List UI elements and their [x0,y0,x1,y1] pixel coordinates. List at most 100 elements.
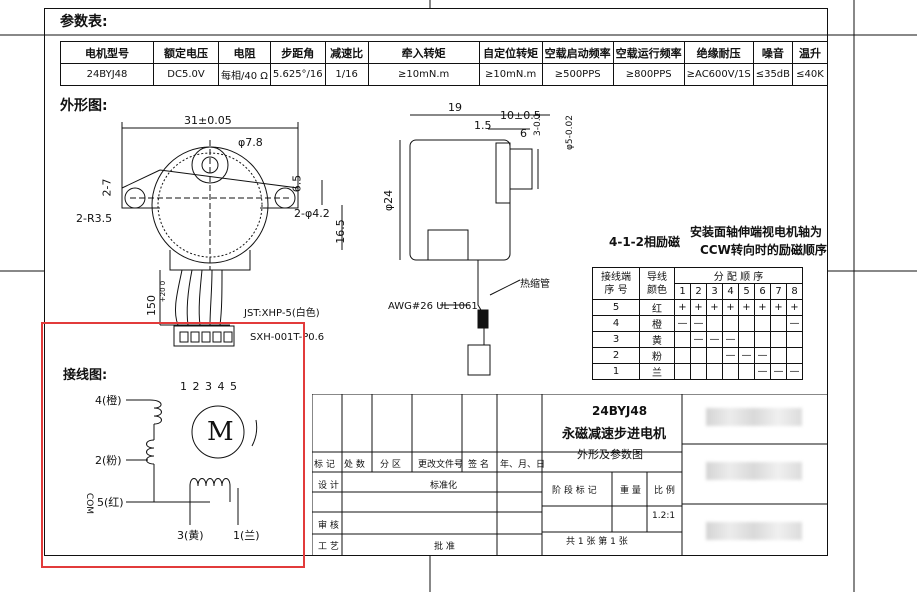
seq-mark [674,347,691,364]
seq-mark [738,363,755,380]
seq-mark: — [786,363,803,380]
dim-phi-5: φ5-0.02 [565,115,575,150]
dim-r3-5: 2-R3.5 [76,212,113,225]
seq-mark [674,331,691,348]
seq-mark [738,315,755,332]
param-value-cell: 5.625°/16 [269,63,326,86]
redacted-id [706,522,802,540]
seq-color: 兰 [639,363,675,380]
seq-mark [754,315,771,332]
param-header-cell: 噪音 [752,41,794,64]
seq-step: 8 [786,283,803,300]
th-date: 年、月、日 [500,460,546,470]
seq-mark: — [722,347,739,364]
param-value-cell: ≥AC600V/1S [683,63,754,86]
th-mark: 标 记 [314,460,335,470]
tb-stage: 阶 段 标 记 [552,486,597,496]
seq-mark: + [706,299,723,316]
params-title: 参数表: [60,14,108,30]
dim-31: 31±0.05 [184,114,232,127]
dim-150: 150 [145,295,158,316]
title-block-grid [312,394,828,556]
seq-mark [786,331,803,348]
gear-cap [191,146,229,184]
seq-color: 红 [639,299,675,316]
seq-step: 4 [722,283,739,300]
seq-mark: — [690,315,707,332]
jst-label: JST:XHP-5(白色) [244,308,320,319]
dim-16-5: 16.5 [333,219,347,244]
title-name: 永磁减速步进电机 [562,427,667,442]
seq-mark: + [722,299,739,316]
seq-header-order: 分 配 顺 序 [674,267,803,284]
title-model: 24BYJ48 [592,404,648,418]
front-view-drawing [121,122,343,347]
seq-mark [770,331,787,348]
seq-mark [738,331,755,348]
tb-weight: 重 量 [620,486,641,496]
seq-mark [786,347,803,364]
seq-mark: — [722,331,739,348]
seq-color: 橙 [639,315,675,332]
dim-1-5: 1.5 [474,119,492,132]
seq-mark: — [706,331,723,348]
seq-step: 2 [690,283,707,300]
seq-mark [674,363,691,380]
tb-scale-value: 1.2:1 [652,511,676,521]
param-value-cell: ≥10mN.m [367,63,480,86]
dim-3: 3-0.1 [533,112,543,136]
seq-pin: 2 [592,347,640,364]
seq-mark: + [738,299,755,316]
seq-pin: 5 [592,299,640,316]
redacted-code [706,462,802,480]
seq-step: 1 [674,283,691,300]
seq-mark [722,315,739,332]
tb-process: 工 艺 [318,542,339,552]
awg-label: AWG#26 UL 1061 [388,301,478,312]
seq-mark [770,315,787,332]
seq-mark: — [754,347,771,364]
seq-mark [690,347,707,364]
sxh-label: SXH-001T-P0.6 [250,332,325,343]
dim-phi-24: φ24 [382,189,396,212]
seq-color: 粉 [639,347,675,364]
seq-header-row: 接线端 序 号 导线 颜色 分 配 顺 序 [592,267,803,300]
th-doc: 更改文件号 [418,460,464,470]
side-wire [477,260,485,345]
seq-mark: — [690,331,707,348]
seq-pin: 4 [592,315,640,332]
motor-symbol-circle [191,405,245,459]
seq-mark: — [738,347,755,364]
wiring-highlight-box [41,322,305,568]
connector-outline [173,325,235,347]
flange-outline [121,169,299,209]
wire-label-1: 1(兰) [233,529,260,542]
pin-numbers: 1 2 3 4 5 [180,380,238,393]
side-view-drawing [399,114,550,376]
params-value-row: 24BYJ48 DC5.0V 每相/40 Ω 5.625°/16 1/16 ≥1… [60,63,829,86]
seq-pin: 3 [592,331,640,348]
dim-6: 6 [520,127,527,140]
lead-wires [175,269,223,326]
seq-step: 5 [738,283,755,300]
param-header-cell: 额定电压 [153,41,219,64]
tb-approve: 批 准 [434,542,455,552]
param-header-cell: 步距角 [269,41,326,64]
seq-pin: 1 [592,363,640,380]
param-header-cell: 电机型号 [60,41,154,64]
seq-mark [706,363,723,380]
outline-title: 外形图: [60,98,108,114]
tb-scale: 比 例 [654,486,675,496]
excitation-title: 4-1-2相励磁 [609,235,681,249]
param-header-cell: 自定位转矩 [478,41,543,64]
param-value-cell: ≥10mN.m [478,63,543,86]
seq-header-color: 导线 颜色 [639,267,675,300]
seq-mark [754,331,771,348]
wire-label-2: 2(粉) [95,454,122,467]
param-header-cell: 空载启动频率 [541,41,614,64]
ccw-title-line1: 安装面轴伸端视电机轴为 [690,225,823,239]
